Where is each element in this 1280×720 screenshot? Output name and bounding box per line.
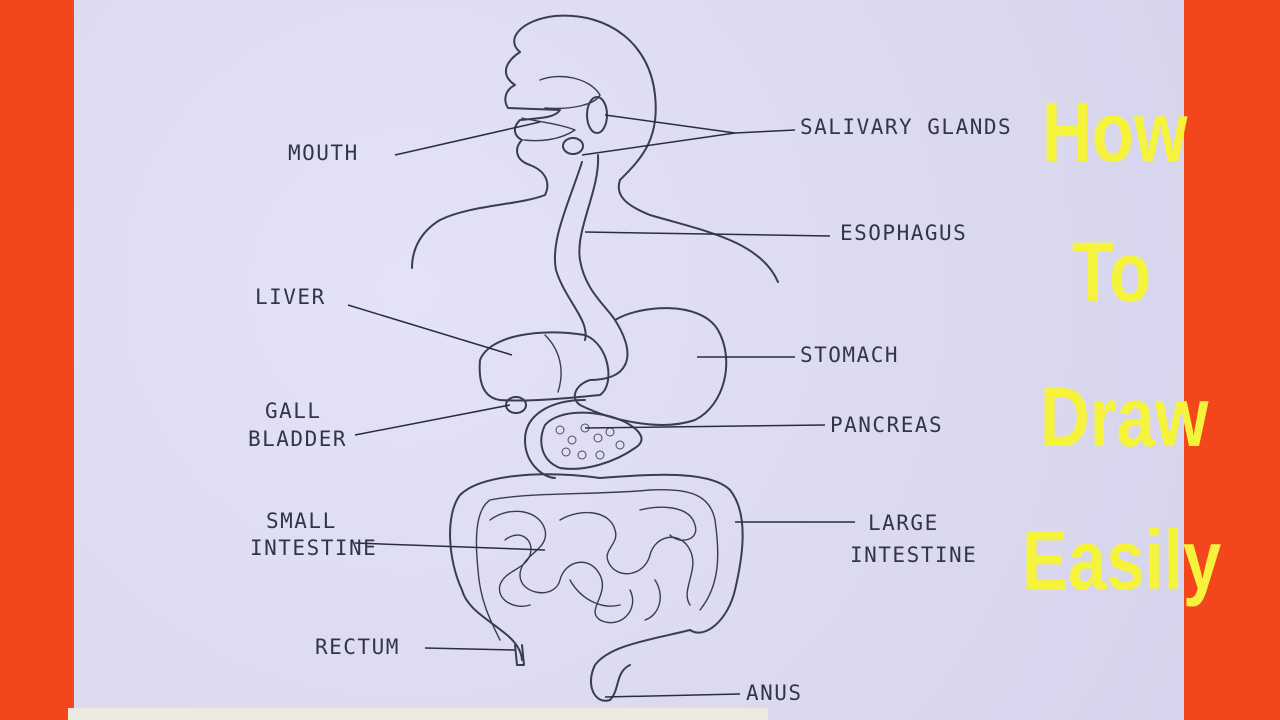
esophagus-right xyxy=(578,154,616,321)
label-small: SMALL xyxy=(266,509,337,533)
oral-cavity xyxy=(521,117,576,142)
title-word-how: How xyxy=(1042,85,1188,179)
sigmoid-colon xyxy=(590,629,691,702)
rectum-tube xyxy=(514,644,525,666)
face-profile xyxy=(411,51,561,269)
large-intestine-outline xyxy=(449,473,744,661)
label-gall: GALL xyxy=(265,399,322,423)
label-pancreas: PANCREAS xyxy=(830,413,944,437)
liver-lobe-line xyxy=(544,334,562,393)
paper-sheet xyxy=(74,0,1184,720)
nasal-cavity xyxy=(539,75,601,110)
label-large-intestine: INTESTINE xyxy=(850,543,978,567)
title-word-to: To xyxy=(1072,225,1152,319)
large-intestine-inner xyxy=(475,488,719,641)
label-small-intestine: INTESTINE xyxy=(250,536,378,560)
salivary-gland-upper xyxy=(586,96,608,134)
gall-bladder-shape xyxy=(505,396,527,414)
label-anus: ANUS xyxy=(746,681,803,705)
label-mouth: MOUTH xyxy=(288,141,359,165)
leader-lines xyxy=(347,114,855,698)
salivary-gland-lower xyxy=(562,137,584,155)
label-salivary-glands: SALIVARY GLANDS xyxy=(800,115,1013,139)
pancreas-texture xyxy=(555,423,625,460)
liver-outline xyxy=(478,331,610,402)
label-liver: LIVER xyxy=(255,285,326,309)
title-word-easily: Easily xyxy=(1022,513,1222,607)
label-esophagus: ESOPHAGUS xyxy=(840,221,968,245)
pancreas-outline xyxy=(540,411,643,470)
stomach-outline xyxy=(573,307,728,426)
label-stomach: STOMACH xyxy=(800,343,900,367)
head-outline xyxy=(513,14,779,283)
small-intestine-coils xyxy=(489,506,697,624)
label-large: LARGE xyxy=(868,511,939,535)
label-bladder: BLADDER xyxy=(248,427,348,451)
label-rectum: RECTUM xyxy=(315,635,400,659)
tape-strip xyxy=(68,708,768,720)
esophagus-left xyxy=(553,161,587,341)
title-word-draw: Draw xyxy=(1040,370,1209,464)
